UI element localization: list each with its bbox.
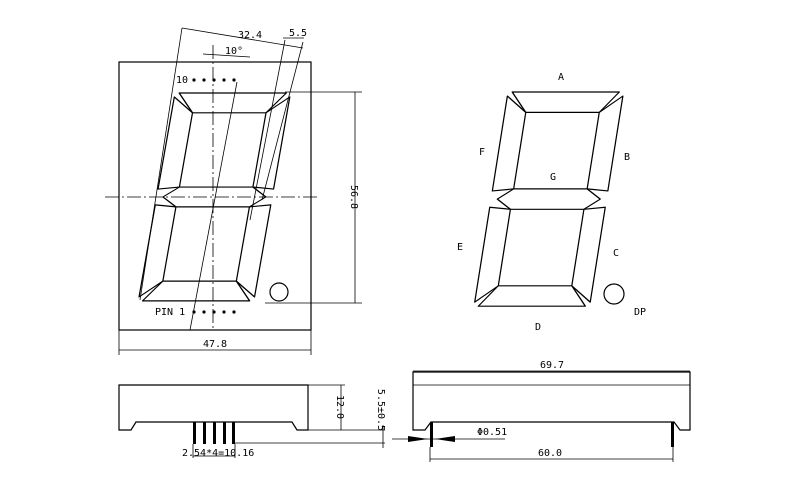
pin-left: [430, 422, 433, 447]
dim-height: 56.8: [348, 185, 359, 209]
side-view: 12.0 5.5±0.5 2.54*4=10.16: [118, 384, 386, 459]
side-pins: [193, 422, 235, 444]
pin-top-label: 10: [176, 75, 188, 86]
dim-angle: 10°: [225, 46, 243, 57]
bottom-pin-dots: [192, 310, 236, 314]
display-body-outline: [118, 61, 312, 331]
dim-pin-pitch: 2.54*4=10.16: [182, 448, 254, 459]
dim-body-height: 12.0: [334, 395, 345, 419]
dim-slant-width: 32.4: [238, 30, 262, 41]
front-view: 32.4 5.5 10° 10 PIN 1 56.8 47.8: [105, 27, 362, 355]
dim-pin-diameter: Φ0.51: [477, 427, 507, 438]
segment-digit: [473, 91, 625, 307]
label-segment-dp: DP: [634, 307, 646, 318]
label-segment-f: F: [479, 147, 485, 158]
dim-width: 47.8: [203, 339, 227, 350]
label-segment-c: C: [613, 248, 619, 259]
pin-right: [671, 422, 674, 447]
decimal-point-outline: [269, 282, 289, 302]
dim-slant-offset: 5.5: [289, 28, 307, 39]
dim-pin-span: 60.0: [538, 448, 562, 459]
label-segment-g: G: [550, 172, 556, 183]
label-segment-d: D: [535, 322, 541, 333]
dim-pin-length: 5.5±0.5: [375, 389, 386, 431]
bottom-view: 69.7 Φ0.51 60.0: [392, 360, 691, 462]
top-pin-dots: [192, 78, 236, 82]
label-segment-e: E: [457, 242, 463, 253]
dim-total-length: 69.7: [540, 360, 564, 371]
segment-dp: [603, 283, 625, 305]
pin-bottom-label: PIN 1: [155, 307, 185, 318]
label-segment-b: B: [624, 152, 630, 163]
label-segment-a: A: [558, 72, 564, 83]
segment-diagram: A B C D E F G DP: [457, 72, 646, 333]
